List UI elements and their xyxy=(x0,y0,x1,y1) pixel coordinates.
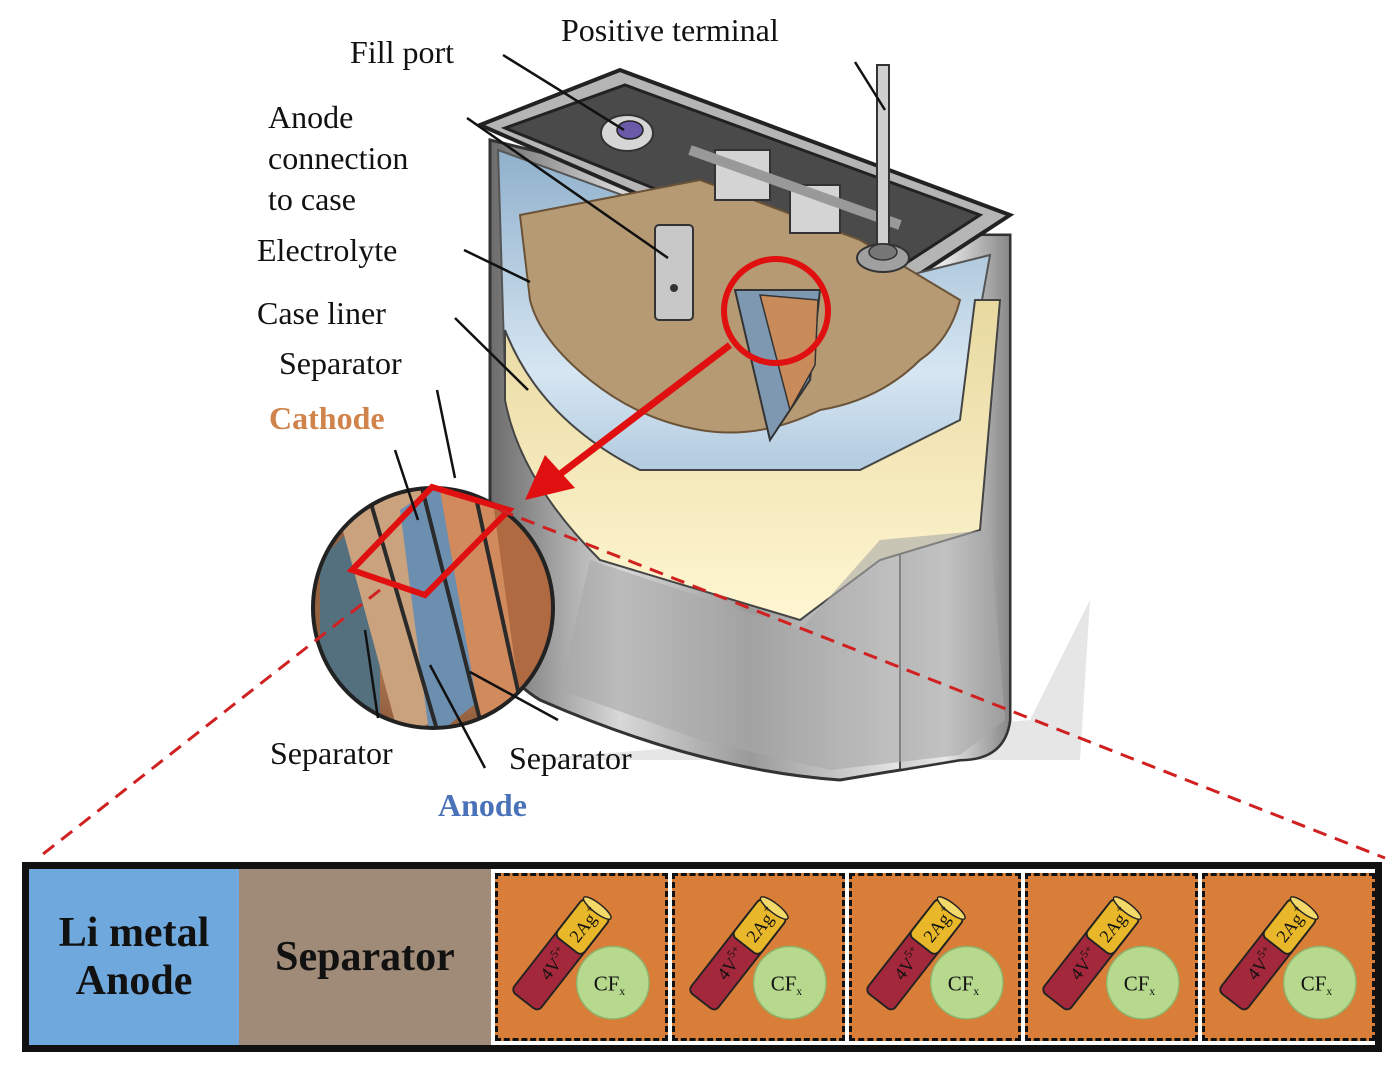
cathode-cell: 4V5+2Ag+CFx xyxy=(1202,873,1375,1041)
cathode-cell: 4V5+2Ag+CFx xyxy=(1025,873,1199,1041)
label-anode: Anode xyxy=(438,787,527,823)
cathode-cell: 4V5+2Ag+CFx xyxy=(495,873,668,1041)
label-anode-connection-line2: connection xyxy=(268,140,409,176)
cathode-particles: 4V5+2Ag+CFx xyxy=(512,896,650,1020)
cfx-label: CFx xyxy=(771,971,803,998)
label-anode-connection-line1: Anode xyxy=(268,99,354,135)
highlight-circle xyxy=(721,256,831,366)
anode-cell-line1: Li metal xyxy=(58,909,210,956)
label-separator-top: Separator xyxy=(279,345,402,381)
li-metal-anode-cell: Li metal Anode xyxy=(29,869,239,1045)
label-cathode: Cathode xyxy=(269,400,385,436)
cathode-cell: 4V5+2Ag+CFx xyxy=(671,873,845,1041)
cathode-particles: 4V5+2Ag+CFx xyxy=(689,896,827,1020)
cfx-particle xyxy=(1283,945,1357,1020)
cfx-particle xyxy=(575,945,650,1020)
separator-cell-label: Separator xyxy=(275,933,455,980)
label-positive-terminal: Positive terminal xyxy=(561,12,779,48)
cfx-particle xyxy=(929,945,1004,1020)
label-electrolyte: Electrolyte xyxy=(257,232,398,268)
label-case-liner: Case liner xyxy=(257,295,386,331)
cathode-particles: 4V5+2Ag+CFx xyxy=(865,896,1004,1020)
cathode-particles: 4V5+2Ag+CFx xyxy=(1219,896,1357,1020)
anode-connection-tab xyxy=(654,224,694,321)
cfx-label: CFx xyxy=(1301,971,1333,998)
highlight-arrowhead xyxy=(525,455,575,500)
cfx-particle xyxy=(1106,945,1181,1020)
zoom-selection-box xyxy=(346,483,515,599)
cfx-label: CFx xyxy=(1124,971,1156,998)
separator-cell: Separator xyxy=(239,869,491,1045)
label-separator-bottom-right: Separator xyxy=(509,740,632,776)
cfx-label: CFx xyxy=(947,971,979,998)
cfx-label: CFx xyxy=(594,971,626,998)
label-fill-port: Fill port xyxy=(350,34,455,70)
cathode-cell: 4V5+2Ag+CFx xyxy=(848,873,1022,1041)
zoom-inset xyxy=(313,488,553,728)
cathode-particles: 4V5+2Ag+CFx xyxy=(1042,896,1181,1020)
cell-stack-strip: Li metal Anode Separator 4V5+2Ag+CFx 4V5… xyxy=(22,862,1382,1052)
label-separator-bottom-left: Separator xyxy=(270,735,393,771)
positive-terminal-pin xyxy=(876,64,890,251)
label-anode-connection-line3: to case xyxy=(268,181,356,217)
case-liner-region xyxy=(504,299,1002,622)
battery-illustration xyxy=(37,53,1386,860)
cfx-particle xyxy=(752,945,827,1020)
anode-cell-line2: Anode xyxy=(75,958,193,1004)
case-shadow xyxy=(520,600,1090,760)
